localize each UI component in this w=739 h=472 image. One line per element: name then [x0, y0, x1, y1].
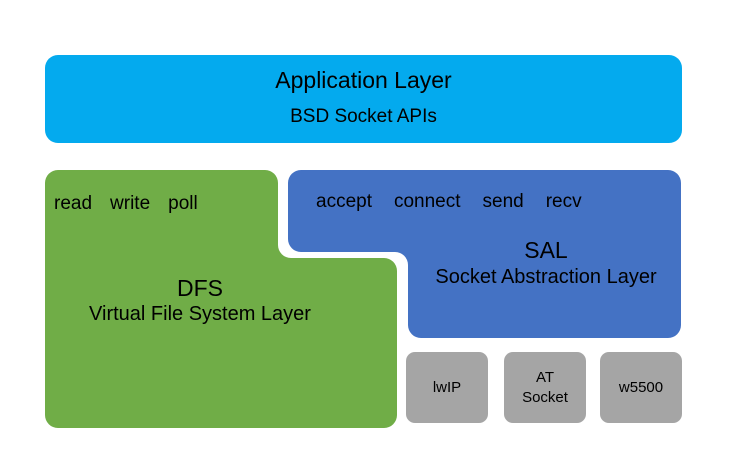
sal-layer-subtitle: Socket Abstraction Layer — [435, 266, 657, 288]
driver-label-at-socket-line-2: Socket — [522, 389, 568, 407]
driver-label-w5500-line-1: w5500 — [618, 379, 664, 396]
sal-operation-accept: accept — [316, 191, 372, 212]
dfs-operation-write: write — [110, 193, 151, 214]
dfs-operation-read: read — [54, 193, 93, 214]
driver-label-at-socket-line-1: AT — [535, 369, 555, 386]
driver-label-at-socket: AT Socket — [504, 368, 586, 409]
dfs-layer-title: DFS — [177, 275, 223, 301]
dfs-layer-subtitle: Virtual File System Layer — [89, 303, 311, 325]
sal-operation-send: send — [482, 191, 524, 212]
sal-layer-title: SAL — [524, 237, 568, 263]
application-layer-subtitle: BSD Socket APIs — [290, 106, 437, 127]
driver-label-lwip-line-1: lwIP — [432, 379, 462, 396]
sal-operations-list: accept connect send recv — [316, 190, 656, 213]
dfs-operation-poll: poll — [168, 193, 198, 214]
driver-label-lwip: lwIP — [406, 378, 488, 398]
dfs-operations-list: read write poll — [54, 192, 274, 215]
sal-operation-recv: recv — [545, 191, 582, 212]
sal-operation-connect: connect — [393, 191, 461, 212]
driver-label-w5500: w5500 — [600, 378, 682, 398]
application-layer-title: Application Layer — [275, 67, 452, 93]
